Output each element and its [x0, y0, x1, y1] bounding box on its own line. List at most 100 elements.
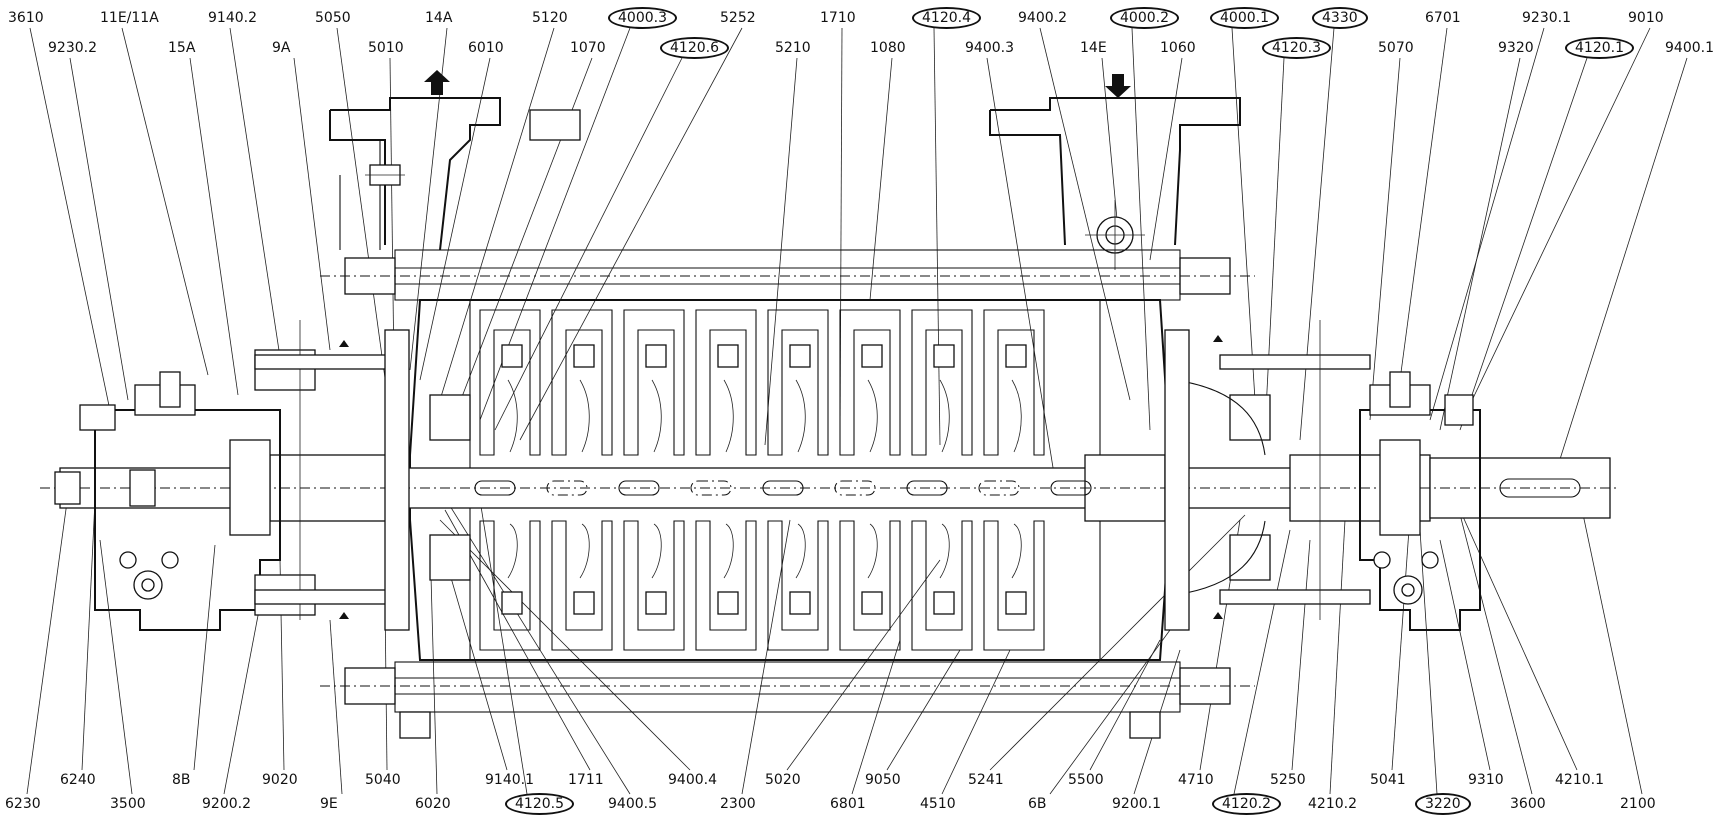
callout-9200-2: 9200.2	[202, 796, 251, 812]
callout-5241: 5241	[968, 772, 1004, 788]
discharge-casing	[989, 97, 1241, 270]
callout-4120-3: 4120.3	[1262, 37, 1331, 59]
leader-5020	[786, 559, 941, 771]
callout-9050: 9050	[865, 772, 901, 788]
leader-4120-1	[1459, 57, 1588, 431]
leader-9230-2	[69, 57, 129, 401]
keyway-3	[618, 480, 660, 496]
callout-3600: 3600	[1510, 796, 1546, 812]
keyway-4	[690, 480, 732, 496]
callout-5120: 5120	[532, 10, 568, 26]
stage-6	[839, 309, 901, 651]
callout-4120-2: 4120.2	[1212, 793, 1281, 815]
callout-5041: 5041	[1370, 772, 1406, 788]
leader-4120-5	[479, 499, 528, 795]
leader-3610	[29, 27, 113, 421]
impeller-stages	[479, 309, 1045, 651]
leader-9400-4	[439, 519, 691, 771]
callout-1060: 1060	[1160, 40, 1196, 56]
leader-1060	[1149, 57, 1183, 261]
callout-6b: 6B	[1028, 796, 1047, 812]
callout-5252: 5252	[720, 10, 756, 26]
keyway-6	[834, 480, 876, 496]
leader-9010	[1464, 27, 1651, 416]
leader-9400-2	[1039, 27, 1131, 401]
callout-2100: 2100	[1620, 796, 1656, 812]
leader-3220	[1419, 529, 1438, 795]
leader-4120-3	[1264, 57, 1285, 431]
callout-6010: 6010	[468, 40, 504, 56]
callout-1711: 1711	[568, 772, 604, 788]
callout-9230-2: 9230.2	[48, 40, 97, 56]
callout-4210-1: 4210.1	[1555, 772, 1604, 788]
leader-4210-1	[1459, 509, 1578, 771]
callout-2300: 2300	[720, 796, 756, 812]
callout-5070: 5070	[1378, 40, 1414, 56]
callout-9400-2: 9400.2	[1018, 10, 1067, 26]
leader-9230-1	[1429, 27, 1545, 421]
keyway-2	[546, 480, 588, 496]
leader-9050	[886, 649, 961, 771]
callout-11e-11a: 11E/11A	[100, 10, 159, 26]
leader-9320	[1439, 57, 1521, 431]
leader-5050	[336, 27, 389, 401]
callout-9140-2: 9140.2	[208, 10, 257, 26]
leader-9310	[1439, 539, 1491, 771]
keyway-8	[978, 480, 1020, 496]
leader-5041	[1391, 514, 1411, 771]
leader-4120-6	[494, 57, 683, 431]
left-bearing-housing	[54, 320, 316, 631]
callout-1080: 1080	[870, 40, 906, 56]
leader-9200-2	[223, 604, 261, 795]
suction-end-studs	[254, 329, 471, 631]
callout-5050: 5050	[315, 10, 351, 26]
callout-9010: 9010	[1628, 10, 1664, 26]
leader-6801	[851, 639, 901, 795]
leader-11e-11a	[121, 27, 209, 376]
keyway-9	[1050, 480, 1092, 496]
discharge-end-cover	[1164, 329, 1266, 631]
leader-9400-5	[439, 489, 631, 795]
leader-6010	[419, 57, 491, 381]
leader-5070	[1369, 57, 1401, 421]
callout-4120-1: 4120.1	[1565, 37, 1634, 59]
callout-5250: 5250	[1270, 772, 1306, 788]
callout-14e: 14E	[1080, 40, 1107, 56]
stage-4	[695, 309, 757, 651]
callout-4120-5: 4120.5	[505, 793, 574, 815]
keyway-1	[474, 480, 516, 496]
callout-15a: 15A	[168, 40, 196, 56]
stage-2	[551, 309, 613, 651]
callout-4330: 4330	[1312, 7, 1368, 29]
leader-8b	[193, 544, 216, 771]
leader-4000-2	[1131, 27, 1151, 431]
callout-9020: 9020	[262, 772, 298, 788]
callout-9200-1: 9200.1	[1112, 796, 1161, 812]
leader-4510	[941, 649, 1011, 795]
leader-4000-1	[1231, 27, 1256, 401]
callout-9320: 9320	[1498, 40, 1534, 56]
leader-3600	[1454, 494, 1533, 795]
callout-3610: 3610	[8, 10, 44, 26]
leader-15a	[189, 57, 239, 396]
flow-arrows	[339, 70, 1223, 619]
callout-1070: 1070	[570, 40, 606, 56]
stage-1	[479, 309, 541, 651]
callout-9400-5: 9400.5	[608, 796, 657, 812]
callout-4210-2: 4210.2	[1308, 796, 1357, 812]
callout-4000-2: 4000.2	[1110, 7, 1179, 29]
callout-14a: 14A	[425, 10, 453, 26]
callout-9140-1: 9140.1	[485, 772, 534, 788]
callout-4120-4: 4120.4	[912, 7, 981, 29]
callout-9400-3: 9400.3	[965, 40, 1014, 56]
callout-9400-4: 9400.4	[668, 772, 717, 788]
keyway-7	[906, 480, 948, 496]
callout-4710: 4710	[1178, 772, 1214, 788]
callout-6240: 6240	[60, 772, 96, 788]
leader-4210-2	[1329, 519, 1346, 795]
leader-4120-4	[933, 27, 941, 446]
leader-1080	[869, 57, 893, 301]
leader-3500	[99, 539, 133, 795]
callout-3500: 3500	[110, 796, 146, 812]
leader-4330	[1299, 27, 1335, 441]
